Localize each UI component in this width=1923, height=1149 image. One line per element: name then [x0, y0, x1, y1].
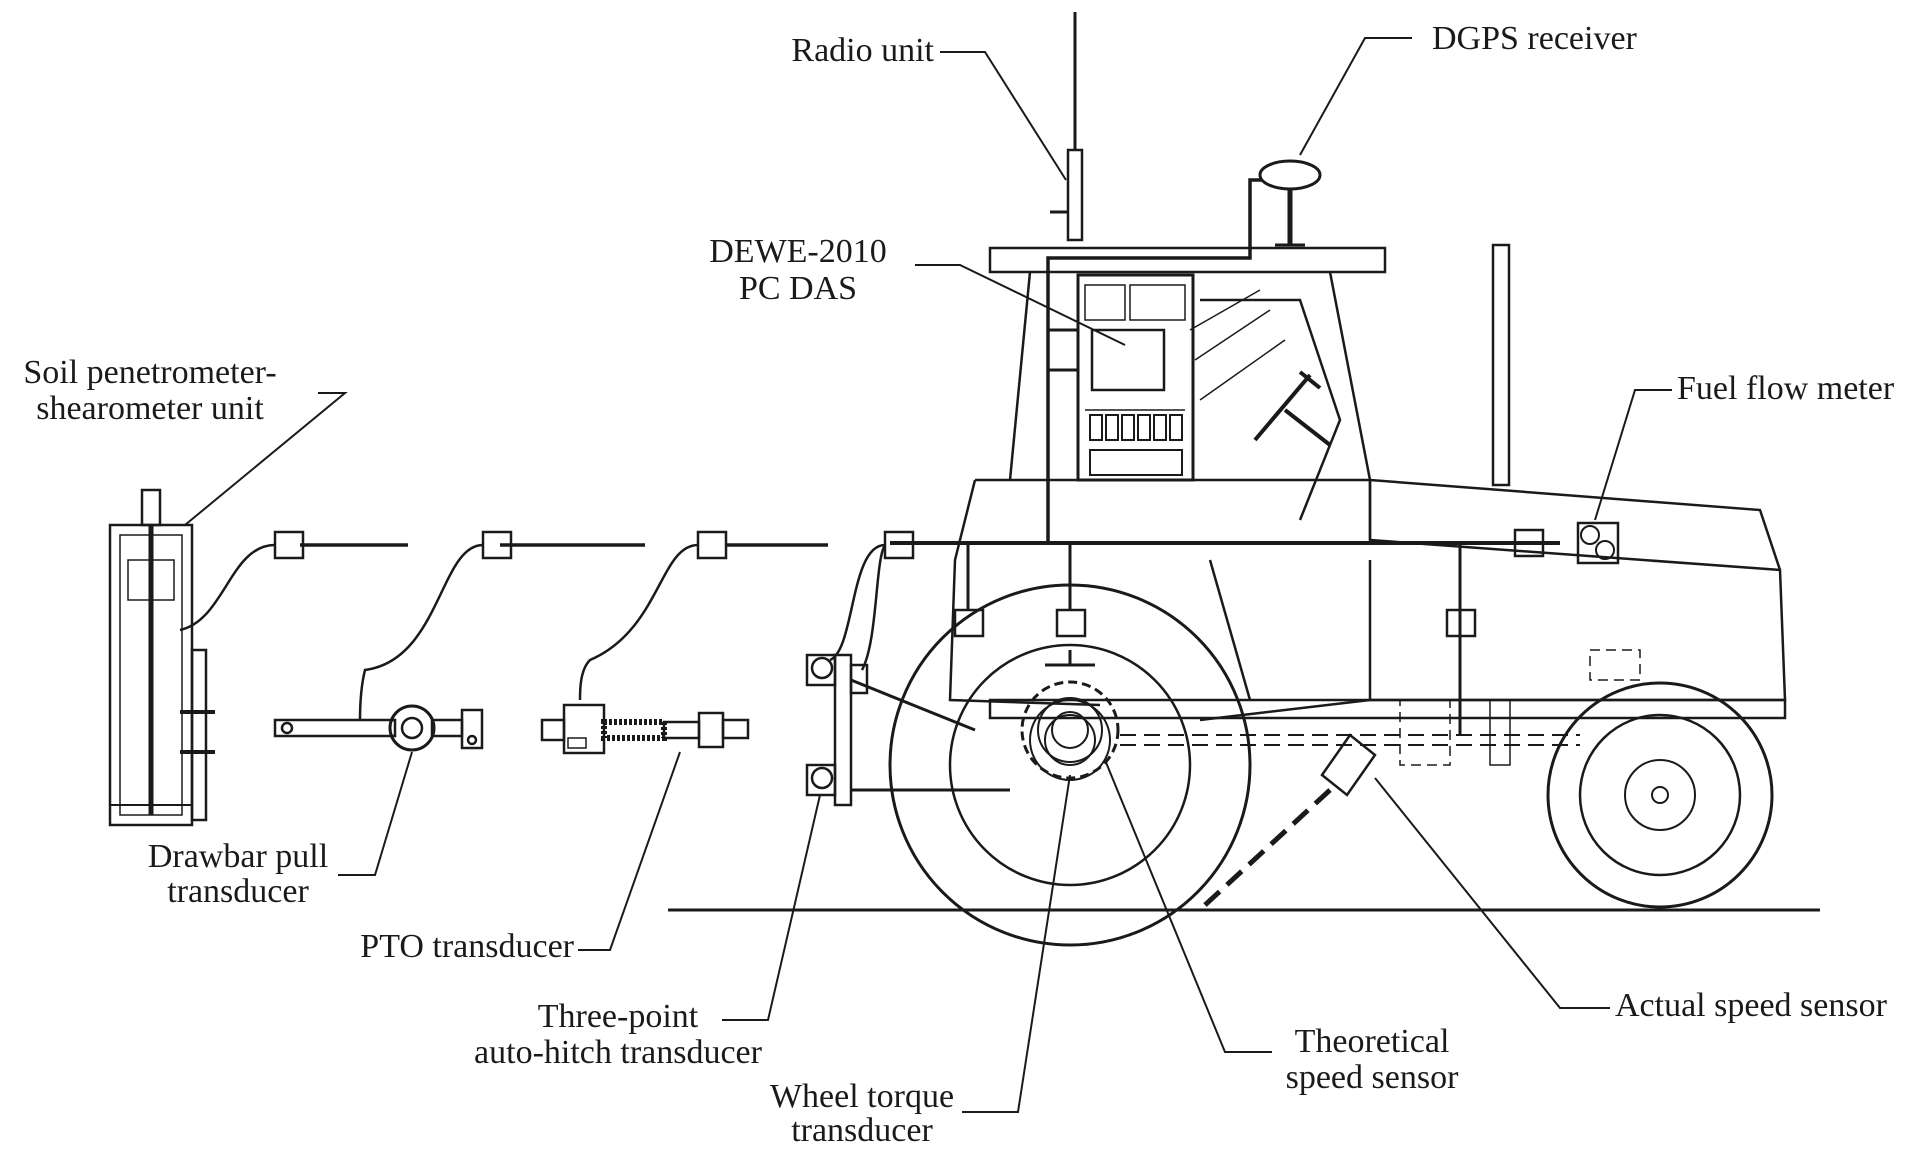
- dgps-dome: [1258, 159, 1322, 191]
- label-wheel-line1: Wheel torque: [769, 1078, 955, 1115]
- steering-wheel: [1253, 370, 1332, 447]
- rear-wheel-rim: [948, 643, 1192, 887]
- label-dewe-line2: PC DAS: [738, 270, 858, 307]
- label-wheel-line2: transducer: [791, 1112, 933, 1149]
- drawbar-pull-transducer: [273, 704, 484, 752]
- connector: [1055, 608, 1087, 638]
- connector: [953, 608, 985, 638]
- connector: [696, 530, 728, 560]
- dewe-das-unit: [1076, 273, 1195, 482]
- actual-speed-radar: [1320, 733, 1377, 797]
- cable-harness: [179, 12, 1620, 735]
- label-hitch-line1: Three-point: [537, 998, 699, 1035]
- pto-transducer: [540, 703, 750, 755]
- label-radio-unit: Radio unit: [791, 32, 934, 69]
- soil-penetrometer-unit: [108, 488, 215, 827]
- label-drawbar-line2: transducer: [167, 873, 309, 910]
- label-dgps-receiver: DGPS receiver: [1432, 20, 1637, 57]
- exhaust-stack: [1491, 243, 1511, 487]
- front-wheel-outer: [1546, 681, 1774, 909]
- leader-lines: [184, 37, 1672, 1113]
- connector: [1445, 608, 1477, 638]
- label-soil-line1: Soil penetrometer-: [23, 354, 277, 391]
- label-pto-transducer: PTO transducer: [360, 928, 574, 965]
- connector: [273, 530, 305, 560]
- label-drawbar-line1: Drawbar pull: [147, 838, 329, 875]
- cab-roof: [988, 246, 1387, 274]
- theoretical-speed-gear: [1020, 680, 1120, 780]
- tractor: [805, 243, 1787, 947]
- label-dewe-line1: DEWE-2010: [709, 233, 887, 270]
- chassis: [948, 479, 1101, 707]
- label-actual-speed-sensor: Actual speed sensor: [1615, 987, 1887, 1024]
- connector: [1513, 528, 1545, 558]
- cab-window: [1200, 298, 1342, 521]
- frame-rail: [988, 698, 1787, 720]
- label-hitch-line2: auto-hitch transducer: [474, 1034, 762, 1071]
- cab-outline: [1008, 271, 1372, 540]
- fuel-flow-meter: [1576, 521, 1620, 565]
- label-fuel-flow-meter: Fuel flow meter: [1677, 370, 1895, 407]
- label-soil-line2: shearometer unit: [36, 390, 264, 427]
- label-theoretical-line1: Theoretical: [1294, 1023, 1450, 1060]
- label-theoretical-line2: speed sensor: [1285, 1059, 1459, 1096]
- hitch-post: [833, 653, 853, 807]
